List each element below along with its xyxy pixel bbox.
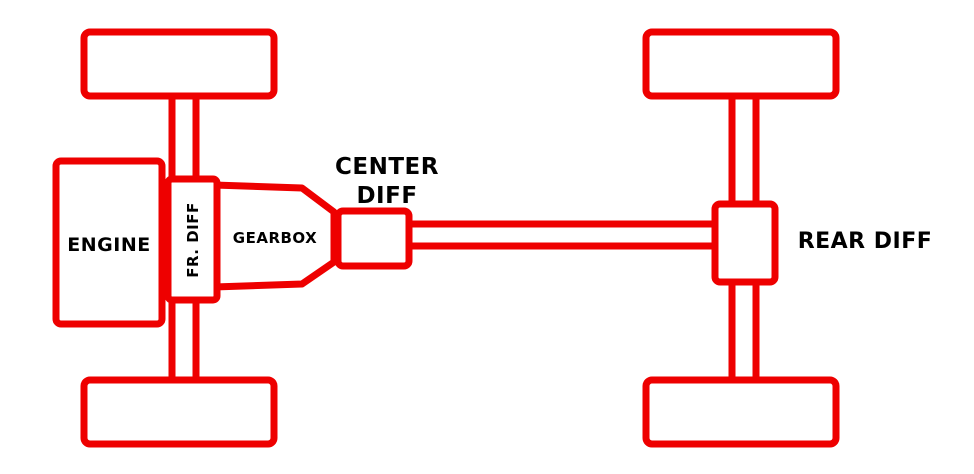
drive-shaft xyxy=(402,220,722,250)
rear-diff-label: REAR DIFF xyxy=(798,229,933,254)
rear-diff-box xyxy=(711,200,779,286)
rear-axle-lower-shaft xyxy=(728,278,760,386)
rear-axle-upper-shaft xyxy=(728,92,760,210)
front-axle-upper-shaft xyxy=(168,92,200,184)
center-diff-label-line1: CENTER xyxy=(335,154,439,180)
front-axle-lower-shaft xyxy=(168,294,200,386)
center-diff-label-line2: DIFF xyxy=(356,183,417,209)
front-diff-label: FR. DIFF xyxy=(184,202,202,278)
engine-label: ENGINE xyxy=(67,234,150,256)
rear-right-wheel xyxy=(642,376,840,448)
front-diff-box xyxy=(164,175,221,304)
center-diff-box xyxy=(334,207,413,270)
gearbox-label: GEARBOX xyxy=(233,229,317,247)
front-right-wheel xyxy=(80,376,278,448)
rear-left-wheel xyxy=(642,28,840,100)
front-left-wheel xyxy=(80,28,278,100)
engine-block xyxy=(52,157,166,328)
